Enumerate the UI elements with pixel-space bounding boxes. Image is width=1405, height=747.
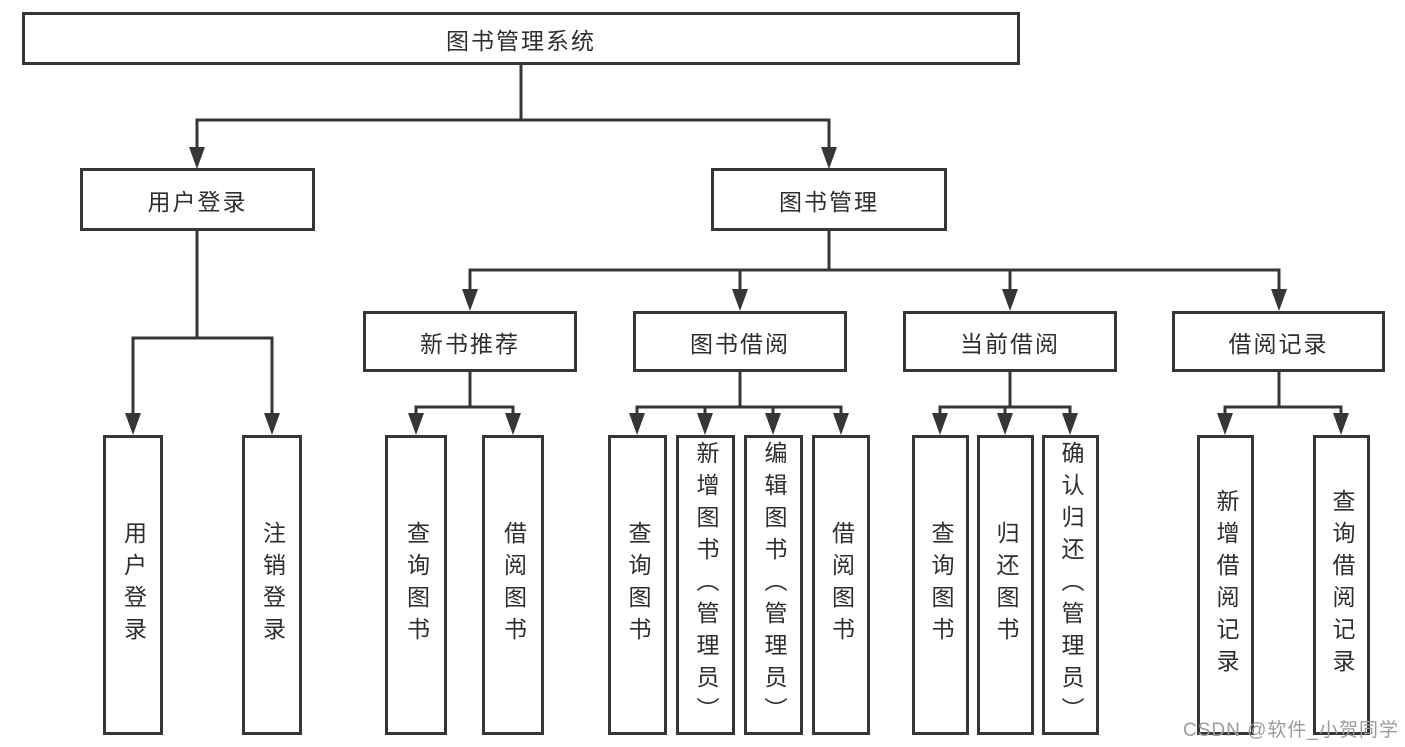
leaf-user-login: 用户登录 xyxy=(103,435,163,735)
leaf-records-query-record: 查询借阅记录 xyxy=(1313,435,1370,735)
leaf-current-return-books: 归还图书 xyxy=(977,435,1034,735)
leaf-current-query-books: 查询图书 xyxy=(912,435,969,735)
node-borrowing-records: 借阅记录 xyxy=(1172,311,1385,372)
leaf-logout: 注销登录 xyxy=(242,435,302,735)
node-book-borrowing: 图书借阅 xyxy=(633,311,847,372)
leaf-borrowing-query-books: 查询图书 xyxy=(608,435,667,735)
leaf-records-add-record: 新增借阅记录 xyxy=(1197,435,1254,735)
leaf-current-confirm-return-admin: 确认归还（管理员） xyxy=(1042,435,1099,735)
leaf-recommend-query-books: 查询图书 xyxy=(385,435,447,735)
node-book-management: 图书管理 xyxy=(711,168,947,231)
leaf-recommend-borrow-books: 借阅图书 xyxy=(482,435,544,735)
node-current-borrowing: 当前借阅 xyxy=(903,311,1117,372)
leaf-borrowing-borrow-books: 借阅图书 xyxy=(812,435,870,735)
leaf-borrowing-edit-books-admin: 编辑图书（管理员） xyxy=(744,435,803,735)
node-user-login: 用户登录 xyxy=(80,168,315,231)
node-new-book-recommend: 新书推荐 xyxy=(363,311,577,372)
node-library-system: 图书管理系统 xyxy=(22,12,1020,65)
csdn-watermark: CSDN @软件_小贺同学 xyxy=(1183,720,1399,741)
leaf-borrowing-add-books-admin: 新增图书（管理员） xyxy=(676,435,735,735)
